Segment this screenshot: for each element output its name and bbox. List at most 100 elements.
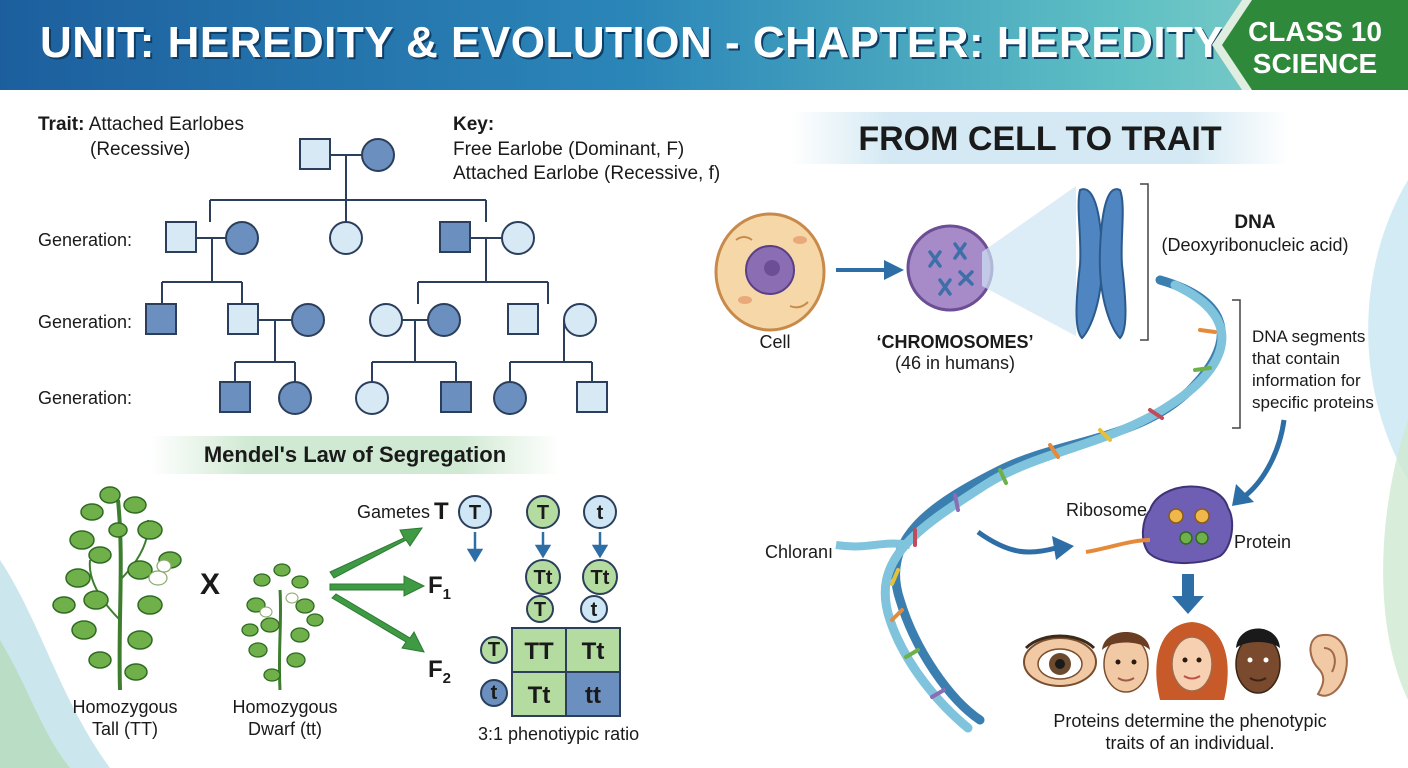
f1-genotype-circle bbox=[582, 559, 618, 595]
cell-icon bbox=[714, 212, 826, 332]
genes-description: DNA segments that contain information fo… bbox=[1252, 326, 1374, 414]
parent2-caption: Homozygous Dwarf (tt) bbox=[208, 696, 362, 740]
female-unaffected bbox=[563, 303, 597, 337]
trait-note: (Recessive) bbox=[90, 139, 191, 160]
male-unaffected bbox=[299, 138, 331, 170]
punnett-square bbox=[511, 627, 621, 717]
arrow-cell-to-chromosomes-icon bbox=[836, 260, 904, 280]
generation-label: Generation: bbox=[38, 388, 133, 408]
pedigree-chart bbox=[145, 138, 608, 415]
punnett-top-allele: T bbox=[534, 599, 546, 621]
female-unaffected bbox=[501, 221, 535, 255]
pedigree-lines bbox=[161, 154, 593, 382]
f2-subscript: 2 bbox=[442, 669, 452, 687]
punnett-top-allele-circle bbox=[580, 595, 608, 623]
male-unaffected bbox=[576, 381, 608, 413]
female-affected bbox=[493, 381, 527, 415]
badge-line-1: CLASS 10 bbox=[1248, 16, 1382, 47]
female-unaffected bbox=[369, 303, 403, 337]
left-swoosh-green bbox=[0, 640, 70, 768]
key-title: Key: bbox=[453, 114, 495, 135]
male-affected bbox=[219, 381, 251, 413]
punnett-cell-text: Tt bbox=[528, 682, 551, 709]
class-badge-text: CLASS 10 SCIENCE bbox=[1240, 16, 1390, 80]
punnett-side-allele: t bbox=[491, 682, 498, 704]
right-swoosh-green bbox=[1383, 420, 1408, 700]
arrow-to-ribosome-icon bbox=[976, 529, 1074, 560]
gamete-allele: T bbox=[469, 502, 481, 524]
male-affected bbox=[439, 221, 471, 253]
genes-line: information for bbox=[1252, 371, 1361, 390]
genes-line: specific proteins bbox=[1252, 393, 1374, 412]
dwarf-pea-plant-icon bbox=[241, 563, 324, 691]
woman-face-icon bbox=[1156, 622, 1228, 700]
page-title: UNIT: HEREDITY & EVOLUTION - CHAPTER: HE… bbox=[40, 18, 1224, 67]
mendel-diagram: X T T t Tt Tt T t bbox=[52, 486, 621, 717]
punnett-cell-text: Tt bbox=[582, 638, 605, 665]
parent2-line2: Dwarf (tt) bbox=[248, 719, 322, 739]
punnett-side-allele-circle bbox=[480, 636, 508, 664]
dna-full-name: (Deoxyribonucleic acid) bbox=[1161, 235, 1349, 255]
dna-title: DNA bbox=[1234, 212, 1276, 233]
cross-arrows bbox=[329, 527, 426, 653]
trait-heading: Trait: Attached Earlobes bbox=[38, 114, 244, 136]
traits-caption: Proteins determine the phenotypic traits… bbox=[1020, 710, 1360, 754]
strand-label: Chloranı bbox=[765, 542, 834, 562]
gametes-letter: T bbox=[434, 498, 449, 525]
key-recessive: Attached Earlobe (Recessive, f) bbox=[453, 163, 721, 184]
badge-shape bbox=[1212, 0, 1408, 90]
parent1-caption: Homozygous Tall (TT) bbox=[48, 696, 202, 740]
cell-to-trait-banner bbox=[790, 112, 1290, 164]
arrow-to-traits-icon bbox=[1172, 574, 1204, 614]
f1-genotype: Tt bbox=[591, 567, 610, 589]
f1-genotype: Tt bbox=[534, 567, 553, 589]
gamete-allele: t bbox=[597, 502, 604, 524]
strand-left bbox=[835, 539, 911, 551]
f1-subscript: 1 bbox=[442, 585, 452, 603]
arrow-to-f1 bbox=[329, 575, 426, 597]
cross-symbol: X bbox=[200, 568, 220, 601]
traits-caption-line: traits of an individual. bbox=[1105, 733, 1275, 753]
chromosome-icon bbox=[1075, 188, 1127, 340]
punnett-cell bbox=[565, 671, 621, 717]
male-unaffected bbox=[227, 303, 259, 335]
punnett-cell bbox=[511, 671, 567, 717]
chromosomes-note: (46 in humans) bbox=[894, 353, 1016, 373]
traits-caption-line: Proteins determine the phenotypic bbox=[1053, 711, 1327, 731]
arrow-to-f2 bbox=[331, 593, 425, 653]
zoom-cone bbox=[982, 186, 1076, 336]
mendel-title: Mendel's Law of Segregation bbox=[203, 442, 507, 467]
f2-letter: F bbox=[428, 656, 443, 683]
male-affected bbox=[440, 381, 472, 413]
class-badge bbox=[1212, 0, 1408, 90]
dna-helix-icon bbox=[880, 275, 1227, 733]
trait-value: Attached Earlobes bbox=[88, 114, 244, 135]
right-swoosh-blue bbox=[1368, 180, 1408, 480]
ear-icon bbox=[1309, 633, 1348, 697]
genes-line: that contain bbox=[1252, 349, 1340, 368]
cell-label: Cell bbox=[759, 332, 791, 352]
pedigree-symbols bbox=[145, 138, 608, 415]
parent1-line2: Tall (TT) bbox=[92, 719, 158, 739]
chromosomes-label: ‘CHROMOSOMES’ bbox=[876, 332, 1034, 352]
f2-label: F2 bbox=[428, 656, 451, 687]
badge-chevron bbox=[1212, 0, 1252, 90]
generation-label: Generation: bbox=[38, 312, 133, 332]
ribosome-icon bbox=[1085, 485, 1234, 565]
male-affected bbox=[145, 303, 177, 335]
badge-line-2: SCIENCE bbox=[1252, 48, 1378, 79]
female-affected bbox=[225, 221, 259, 255]
down-arrows bbox=[466, 532, 609, 563]
arrow-genes-to-ribosome-icon bbox=[1232, 419, 1287, 506]
punnett-cell-text: tt bbox=[585, 682, 601, 709]
punnett-top-allele-circle bbox=[526, 595, 554, 623]
eye-icon bbox=[1023, 634, 1097, 687]
arrow-to-gametes bbox=[329, 527, 423, 579]
header-bar bbox=[0, 0, 1408, 90]
mendel-banner bbox=[150, 436, 560, 474]
parent1-line1: Homozygous bbox=[72, 697, 178, 717]
parent2-line1: Homozygous bbox=[232, 697, 338, 717]
